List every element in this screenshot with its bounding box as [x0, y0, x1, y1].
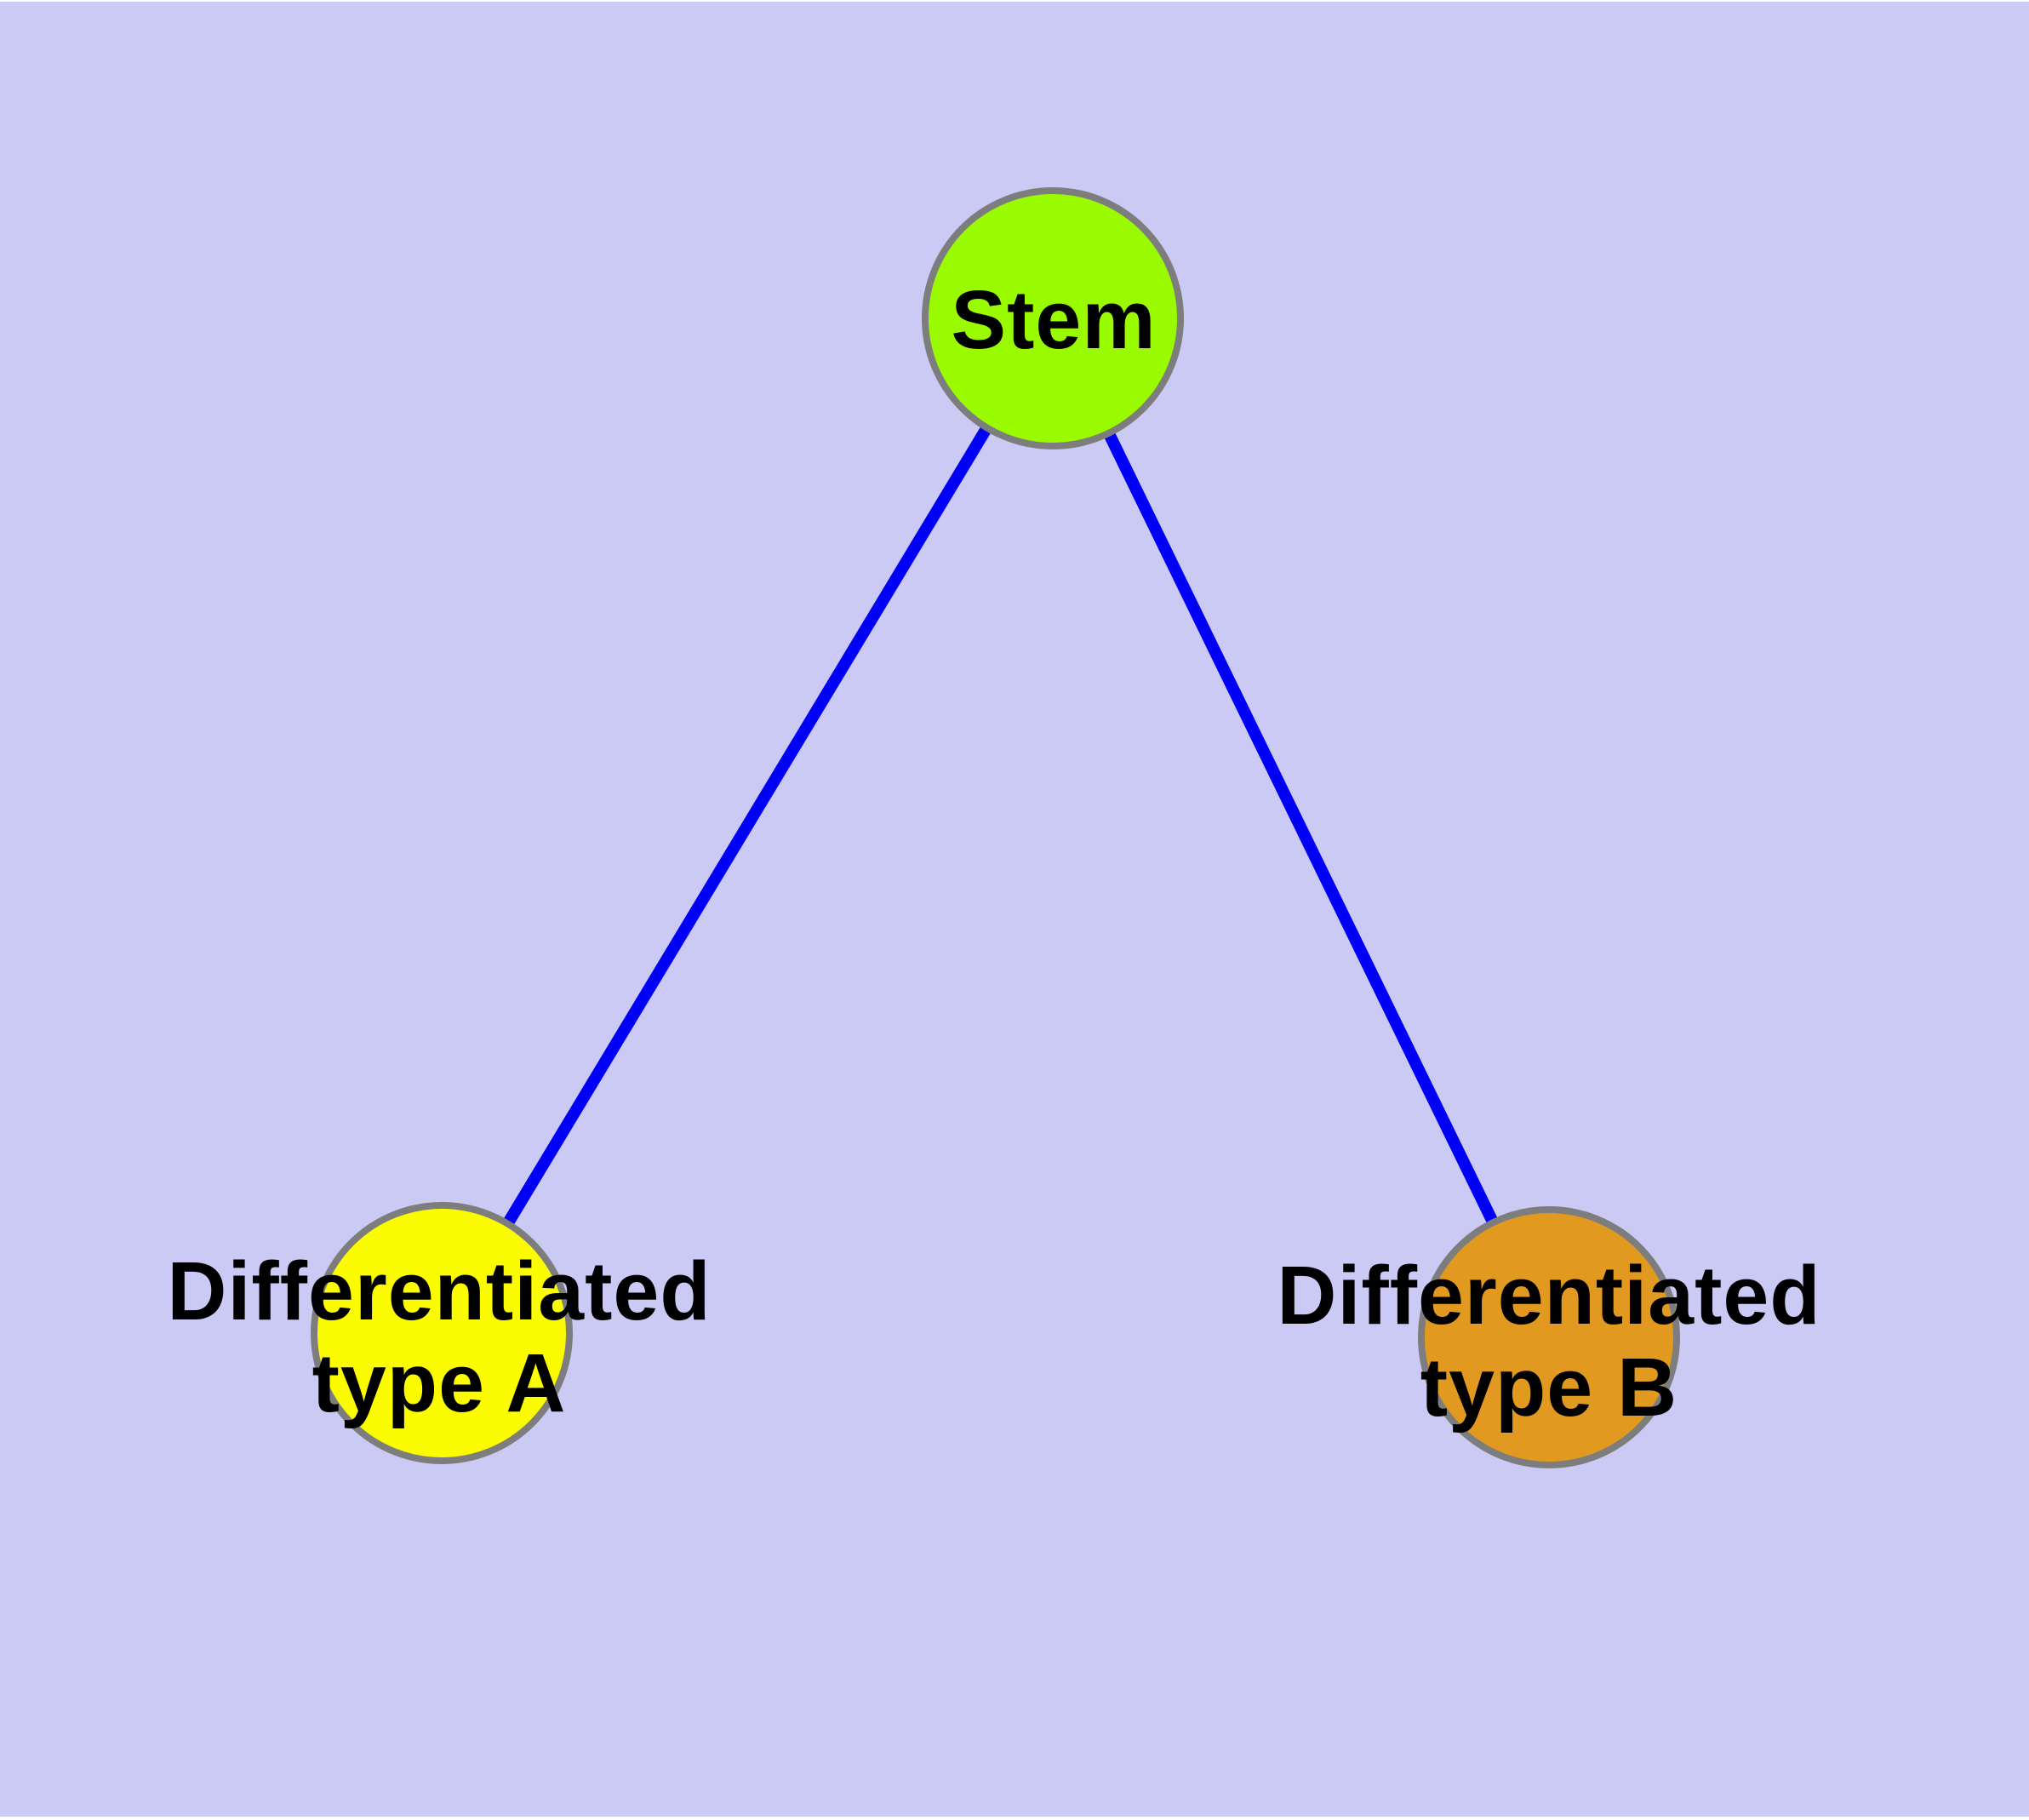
node-stem-label: Stem	[951, 273, 1156, 366]
edge-stem-to-type-b	[1047, 315, 1555, 1341]
node-type-a-label-line2: type A	[312, 1336, 567, 1429]
label-layer: Stem Differentiated type A Differentiate…	[167, 273, 1820, 1434]
node-stem-circle	[922, 187, 1184, 449]
node-type-a-label-line1: Differentiated	[167, 1245, 711, 1337]
edge-layer	[437, 315, 1555, 1341]
node-type-a-circle	[311, 1202, 573, 1464]
node-type-b-label-line1: Differentiated	[1277, 1249, 1820, 1342]
edge-stem-to-type-a	[437, 315, 1058, 1336]
node-type-b-label-line2: type B	[1420, 1341, 1677, 1434]
node-layer	[311, 187, 1680, 1468]
node-type-b-circle	[1418, 1206, 1680, 1468]
